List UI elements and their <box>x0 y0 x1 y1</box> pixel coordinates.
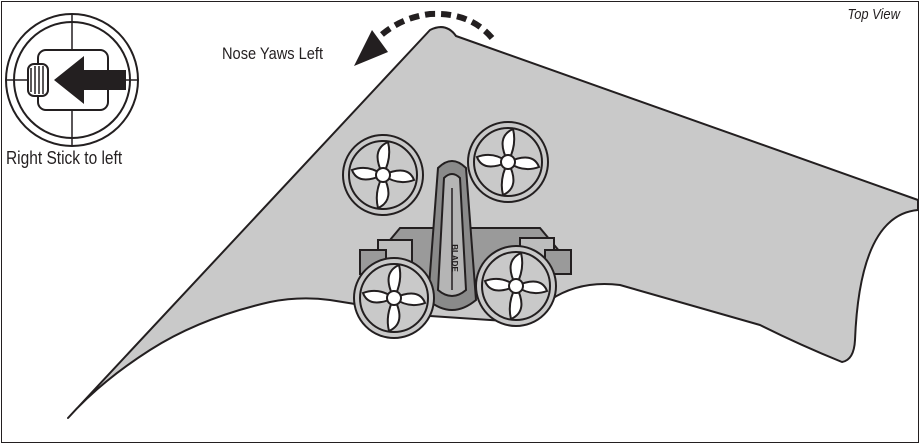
curved-yaw-arrow-icon <box>354 10 495 66</box>
yaw-direction-label: Nose Yaws Left <box>222 44 324 63</box>
quadcopter-drone-icon: BLADE <box>342 121 572 339</box>
stick-instruction-label: Right Stick to left <box>6 148 123 168</box>
drone-brand-mark: BLADE <box>450 244 459 272</box>
left-arrow-icon <box>54 56 126 104</box>
view-label: Top View <box>847 6 900 23</box>
wing-silhouette <box>67 26 919 419</box>
stick-knob <box>27 63 49 97</box>
rotor-rear-right <box>475 245 557 327</box>
transmitter-stick-gimbal-icon <box>5 13 139 147</box>
rotor-rear-left <box>353 257 435 339</box>
rotor-front-left <box>342 134 424 216</box>
svg-text:BLADE: BLADE <box>450 244 459 272</box>
rotor-front-right <box>467 121 549 203</box>
